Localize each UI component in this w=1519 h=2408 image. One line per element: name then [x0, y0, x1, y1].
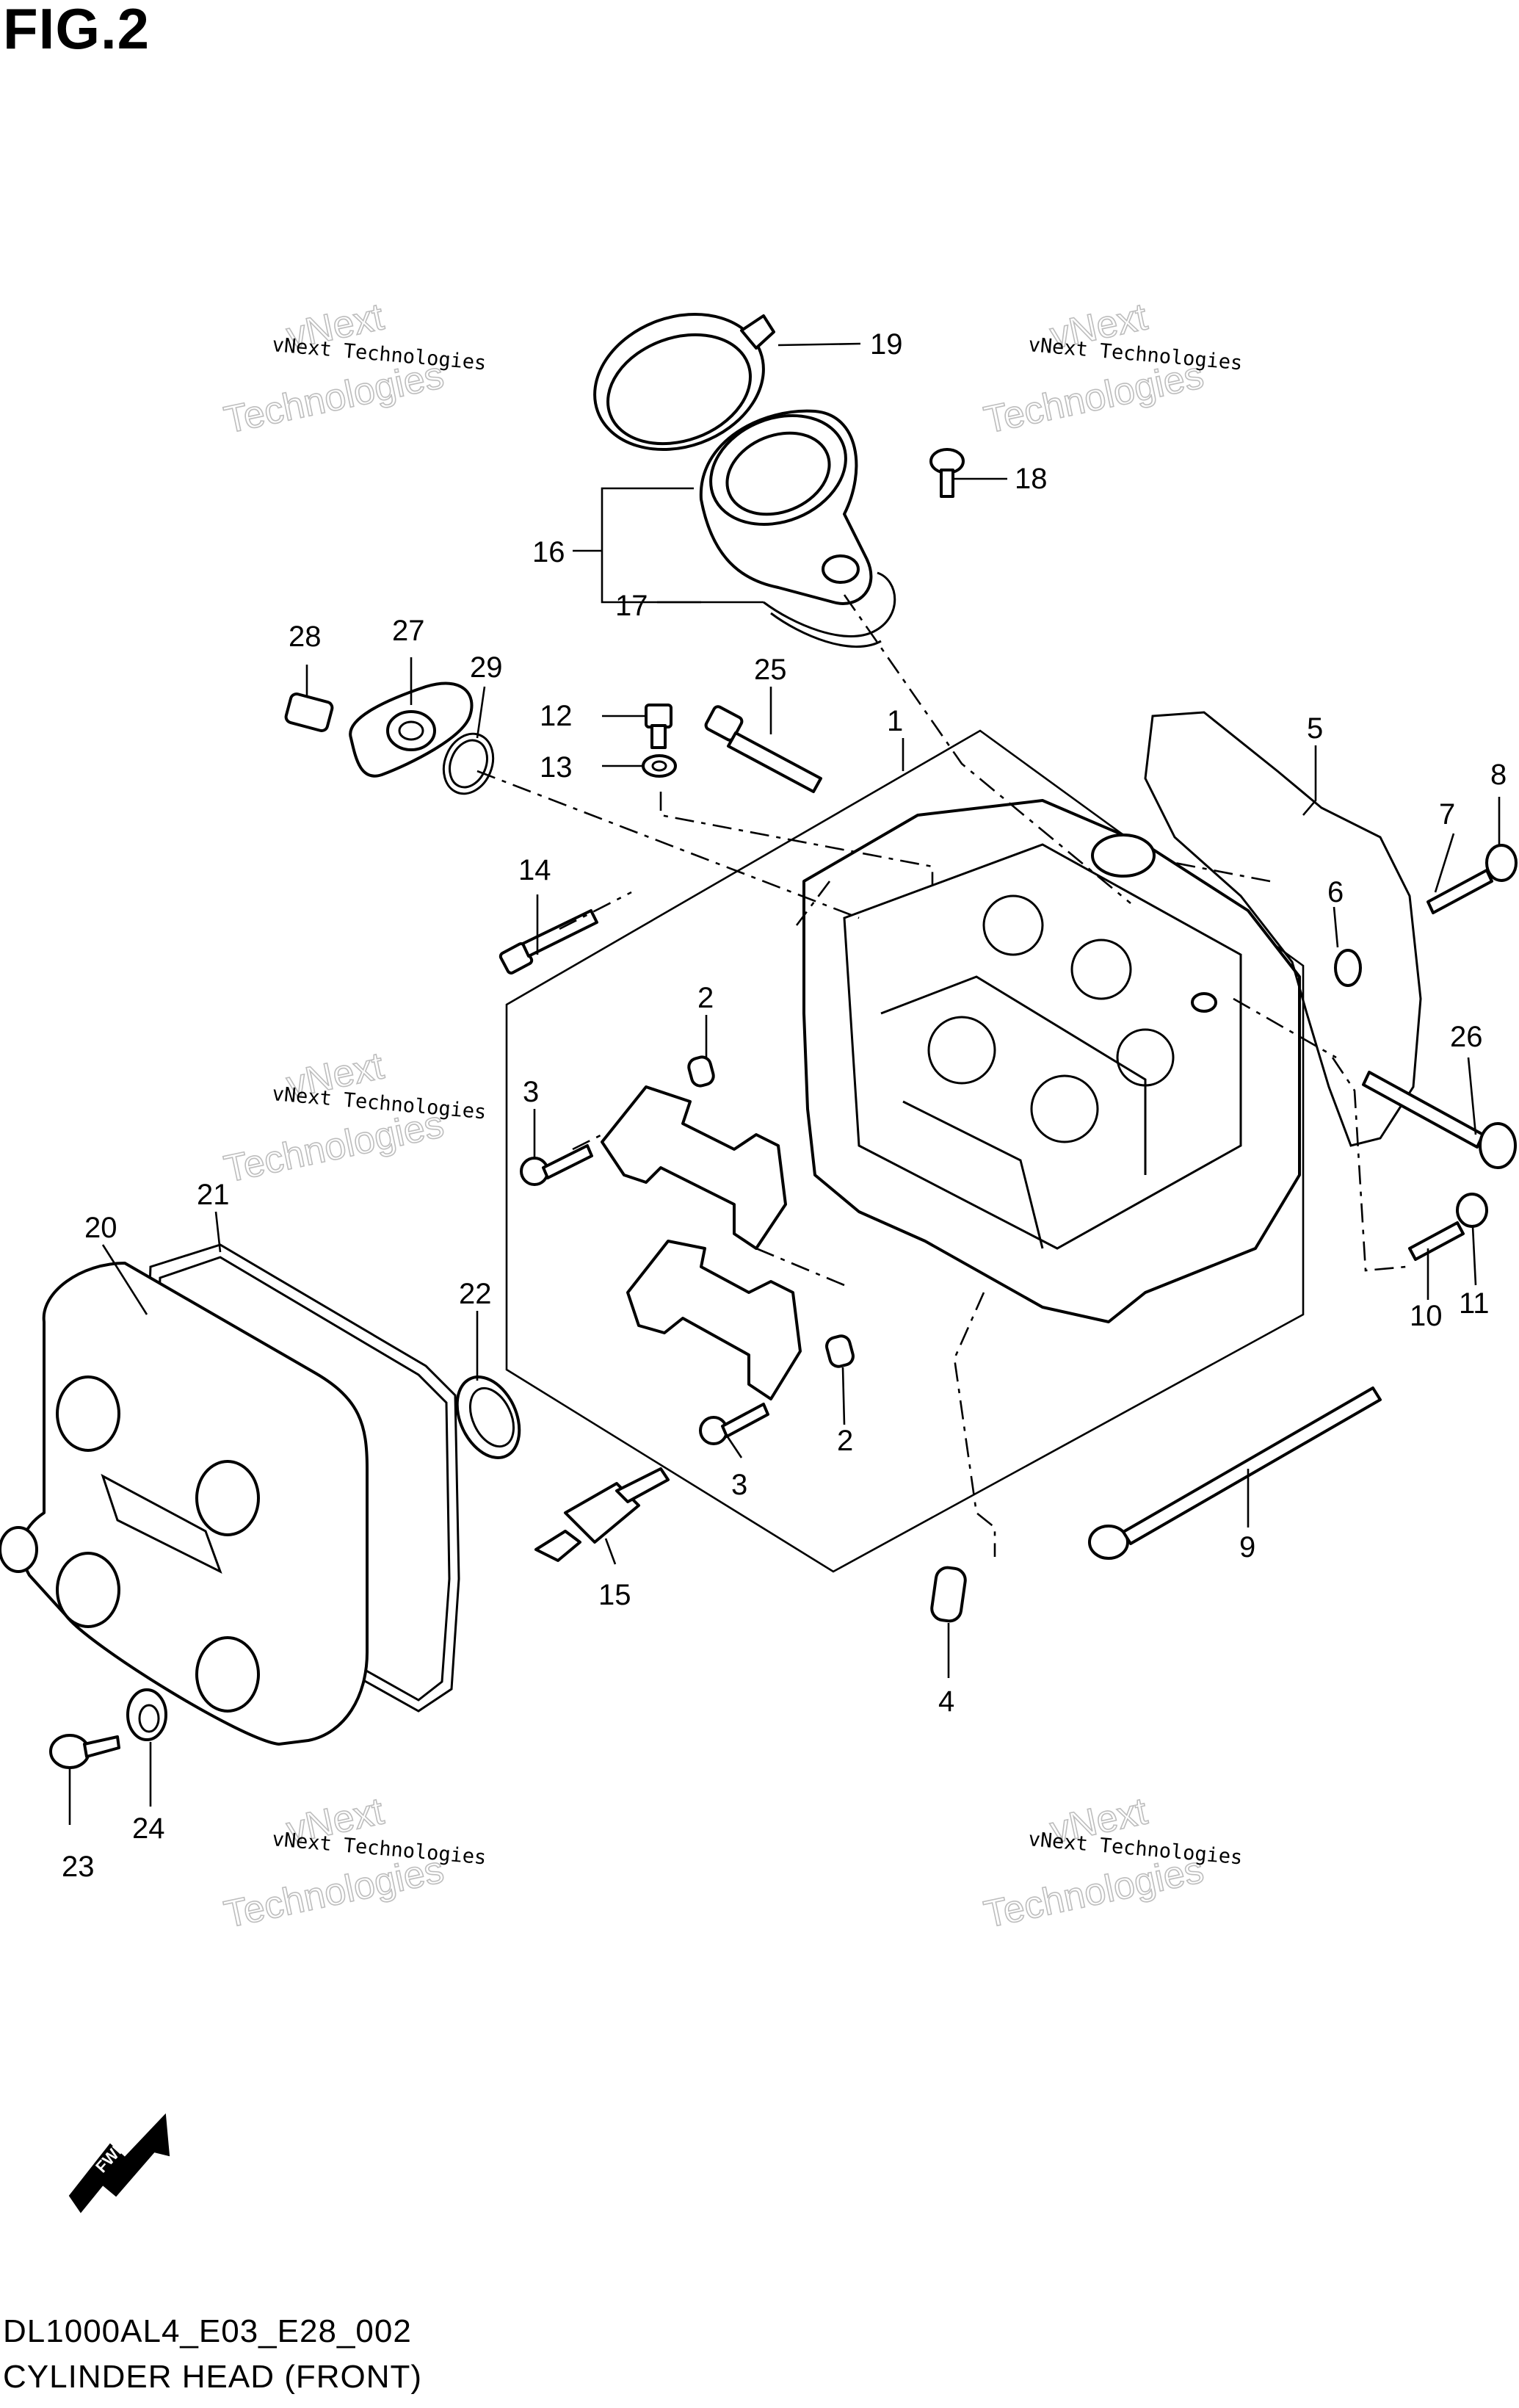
watermark-bottom-left: Technologies vNext vNext Technologies: [220, 1789, 487, 1937]
camshaft-holder-lower: [626, 1240, 802, 1400]
watermark-mid-left: Technologies vNext vNext Technologies: [220, 1044, 487, 1191]
callout-11: 11: [1459, 1287, 1490, 1320]
bolt-26: [1362, 1071, 1517, 1169]
callout-27: 27: [392, 615, 425, 647]
dowel-pin-upper: [687, 1055, 715, 1088]
callout-21: 21: [197, 1179, 230, 1211]
intake-o-ring: [763, 571, 896, 648]
nut-11: [1456, 1193, 1488, 1228]
bolt-28: [284, 692, 334, 733]
grommet-24: [126, 1688, 167, 1741]
bolt-23: [49, 1734, 120, 1769]
callout-25: 25: [754, 654, 787, 686]
alignment-lines: [476, 594, 1407, 1557]
callout-labels: 19 18 16 17 25 1 12 13 28 27 29 14 5 6 7…: [62, 328, 1507, 1883]
leader-lines: [68, 342, 1501, 1825]
callout-13: 13: [540, 751, 573, 784]
callout-15: 15: [598, 1579, 631, 1611]
callout-22: 22: [459, 1278, 492, 1310]
head-cover: [0, 1262, 369, 1746]
callout-23: 23: [62, 1851, 95, 1883]
bolt-12: [645, 704, 673, 749]
bolt-3-upper: [520, 1144, 593, 1186]
long-bolt-9: [1088, 1386, 1382, 1560]
callout-2-upper: 2: [697, 982, 714, 1014]
callout-5: 5: [1307, 712, 1323, 745]
callout-6: 6: [1327, 876, 1344, 908]
callout-1: 1: [887, 705, 903, 737]
head-gasket: [1144, 711, 1422, 1147]
washer-13: [642, 754, 677, 778]
cylinder-head: [802, 799, 1301, 1323]
callout-2-lower: 2: [837, 1425, 853, 1457]
callout-20: 20: [84, 1212, 117, 1244]
spark-plug: [534, 1467, 670, 1562]
callout-9: 9: [1239, 1531, 1255, 1563]
watermark-top-right: Technologies vNext vNext Technologies: [980, 294, 1244, 442]
group-name: CYLINDER HEAD (FRONT): [3, 2359, 423, 2395]
callout-16: 16: [532, 536, 565, 568]
callout-8: 8: [1490, 759, 1507, 791]
model-code: DL1000AL4_E03_E28_002: [3, 2313, 412, 2349]
camshaft-holder-upper: [601, 1085, 787, 1250]
callout-17: 17: [615, 590, 648, 622]
figure-title: FIG.2: [3, 0, 151, 61]
callout-12: 12: [540, 700, 573, 732]
forward-arrow-icon: FWD: [68, 2113, 170, 2213]
bolt-14: [499, 909, 598, 975]
callout-3-lower: 3: [731, 1469, 747, 1501]
callout-10: 10: [1410, 1300, 1443, 1332]
callout-7: 7: [1439, 798, 1455, 831]
intake-clamp: [593, 312, 775, 452]
callout-26: 26: [1450, 1021, 1483, 1053]
callout-24: 24: [132, 1812, 165, 1845]
callout-4: 4: [938, 1685, 954, 1718]
watermark-bottom-right: Technologies vNext vNext Technologies: [980, 1789, 1244, 1937]
callout-14: 14: [518, 854, 551, 886]
o-ring-29: [442, 732, 495, 795]
callout-28: 28: [289, 621, 322, 653]
dowel-pin-4: [930, 1566, 967, 1623]
callout-19: 19: [870, 328, 903, 361]
watermark-top-left: Technologies vNext vNext Technologies: [220, 294, 487, 442]
cap-27: [349, 681, 474, 778]
dowel-pin-lower: [825, 1334, 855, 1368]
intake-screw: [929, 448, 965, 498]
callout-3-upper: 3: [523, 1076, 539, 1108]
bolt-10: [1408, 1221, 1465, 1261]
intake-pipe: [699, 409, 873, 605]
callout-18: 18: [1015, 463, 1048, 495]
bolt-25: [704, 705, 822, 793]
oil-seal-22: [455, 1375, 521, 1459]
callout-29: 29: [470, 651, 503, 684]
nut-8: [1485, 844, 1518, 882]
bolt-7: [1426, 869, 1493, 914]
bolt-3-lower: [699, 1403, 769, 1445]
assembly-outline: [505, 729, 1305, 1573]
